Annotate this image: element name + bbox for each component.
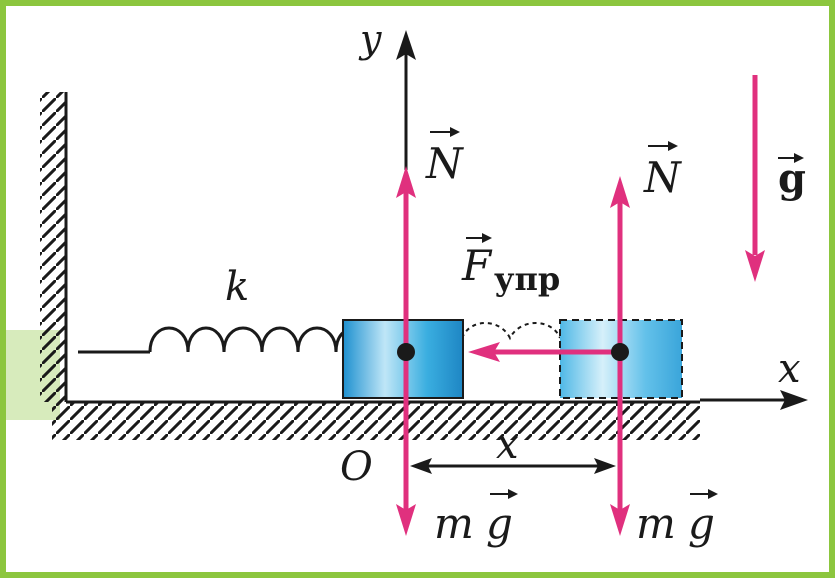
block-center-left xyxy=(397,343,415,361)
force-weight-left xyxy=(396,360,416,536)
displacement-indicator xyxy=(410,458,616,474)
elastic-force-subscript: упр xyxy=(494,260,560,298)
force-normal-right xyxy=(610,176,630,352)
block-center-right xyxy=(611,343,629,361)
weight-right-m: m xyxy=(636,499,676,548)
force-elastic xyxy=(468,342,620,362)
force-weight-right xyxy=(610,352,630,536)
x-axis xyxy=(700,390,808,410)
origin-label: O xyxy=(340,444,373,490)
spring-constant-label: k xyxy=(225,264,249,310)
label-gravity: g xyxy=(778,153,806,202)
weight-right-g: g xyxy=(688,499,715,548)
weight-left-m: m xyxy=(434,499,474,548)
normal-force-right-text: N xyxy=(643,153,682,202)
y-axis-label: y xyxy=(358,17,382,61)
y-axis xyxy=(396,30,416,170)
wall xyxy=(40,92,68,402)
displacement-label: x xyxy=(496,422,519,468)
elastic-force-symbol: F xyxy=(461,241,493,290)
gravity-text: g xyxy=(778,155,806,202)
label-normal-left: N xyxy=(425,127,464,188)
gravity-arrow xyxy=(745,75,765,282)
spring-stretched-dashed xyxy=(461,322,561,341)
weight-left-g: g xyxy=(486,499,513,548)
force-normal-left xyxy=(396,166,416,360)
label-weight-right: m g xyxy=(636,489,718,548)
label-weight-left: m g xyxy=(434,489,518,548)
block-equilibrium xyxy=(342,319,464,399)
label-normal-right: N xyxy=(643,141,682,202)
normal-force-left-text: N xyxy=(425,139,464,188)
x-axis-label: x xyxy=(778,346,801,392)
floor xyxy=(52,400,700,440)
label-elastic-force: F упр xyxy=(461,233,560,298)
